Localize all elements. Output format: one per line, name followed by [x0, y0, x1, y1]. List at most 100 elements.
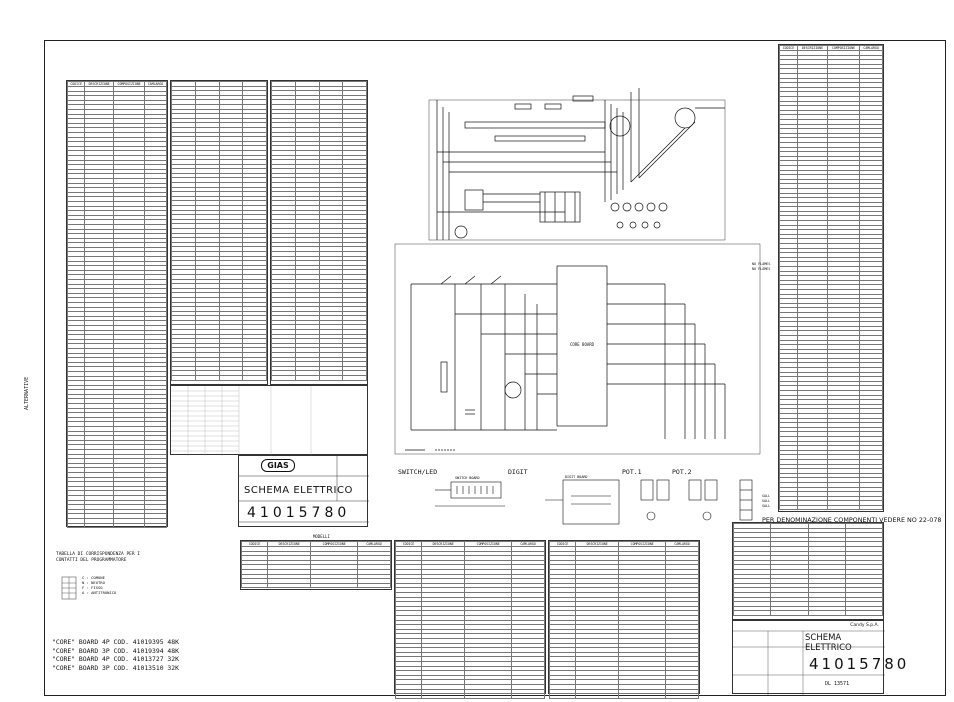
table-row — [548, 693, 699, 699]
table-cell — [218, 375, 244, 381]
side-mark: NO FLAMES — [752, 267, 771, 271]
table-row — [171, 375, 267, 381]
legend-items: C : COMUNE N : NEUTRO F : FISSO A : ANTI… — [82, 575, 116, 595]
table-cell — [770, 610, 809, 616]
right-title-lines — [733, 630, 885, 695]
contact-legend: TABELLA DI CORRISPONDENZA PER I CONTATTI… — [50, 550, 238, 620]
core-note: "CORE" BOARD 3P COD. 41019394 48K — [52, 646, 179, 655]
table-row — [66, 343, 167, 349]
table-cell — [66, 522, 86, 529]
table-row — [66, 435, 167, 441]
table-row — [732, 610, 884, 616]
models-header: MODELLI — [313, 534, 330, 539]
table-cell — [732, 610, 772, 616]
table-cell — [171, 375, 196, 381]
column-header: CODICE — [66, 80, 86, 88]
right-schema-title: SCHEMA ELETTRICO — [805, 633, 852, 653]
table-cell — [779, 504, 798, 511]
table-cell — [575, 693, 620, 699]
empty-grid-left — [170, 385, 368, 456]
digit-label: DIGIT — [508, 468, 528, 476]
column-header: COMPOSIZIONE — [113, 80, 146, 88]
table-cell — [342, 375, 367, 381]
parts-table-b — [170, 80, 268, 385]
table-cell — [240, 582, 269, 589]
table-cell — [84, 522, 115, 529]
table-row — [779, 390, 883, 396]
table-cell — [548, 693, 577, 699]
table-cell — [310, 582, 359, 589]
core-board-notes: "CORE" BOARD 4P COD. 41019395 48K "CORE"… — [52, 638, 179, 672]
table-row — [779, 247, 883, 254]
table-cell — [357, 582, 391, 589]
side-mark: SALL — [762, 504, 771, 508]
table-cell — [267, 582, 312, 589]
legend-item: F : FISSO — [82, 585, 103, 590]
side-mark: SALL — [762, 494, 771, 498]
column-header: CAMLARGO — [511, 540, 545, 548]
table-row — [240, 582, 391, 589]
column-header: CAMLARGO — [859, 44, 883, 52]
table-cell — [826, 504, 861, 511]
column-header: COMPOSIZIONE — [826, 44, 861, 52]
table-cell — [464, 693, 513, 699]
table-cell — [859, 504, 883, 511]
title-block-center: GIAS SCHEMA ELETTRICO 41015780 — [238, 455, 369, 527]
table-cell — [194, 375, 220, 381]
component-note: PER DENOMINAZIONE COMPONENTI VEDERE NO 2… — [762, 516, 942, 524]
table-cell — [844, 610, 884, 616]
table-row — [271, 172, 367, 179]
table-cell — [144, 522, 167, 529]
switch-led-label: SWITCH/LED — [398, 468, 438, 476]
digit-board-label: DIGIT BOARD — [565, 475, 587, 479]
grid-table — [171, 81, 267, 381]
column-header: DESCRIZIONE — [575, 540, 620, 548]
right-drawing-number: 41015780 — [809, 655, 910, 673]
legend-item: C : COMUNE — [82, 575, 105, 580]
title-block-right: Candy S.p.A. SCHEMA ELETTRICO 41015780 D… — [732, 620, 906, 695]
side-mark: NO FLAMES — [752, 262, 771, 266]
pot1-label: POT.1 — [622, 468, 642, 476]
column-header: CAMLARGO — [357, 540, 391, 548]
table-row — [271, 375, 367, 381]
wiring-diagram-top — [428, 88, 726, 241]
side-mark: SALL — [762, 499, 771, 503]
side-label: ALTERNATIVE — [24, 376, 30, 410]
revision-table — [732, 522, 884, 620]
table-cell — [665, 693, 699, 699]
table-cell — [271, 375, 296, 381]
legend-title: TABELLA DI CORRISPONDENZA PER I CONTATTI… — [56, 552, 140, 563]
table-row — [271, 177, 367, 184]
column-header: CODICE — [779, 44, 798, 52]
legend-item: A : ANTITRONICO — [82, 590, 117, 595]
table-cell — [394, 693, 423, 699]
column-header: DESCRIZIONE — [267, 540, 312, 548]
center-drawing-number: 41015780 — [247, 505, 351, 521]
table-row — [66, 522, 167, 529]
table-row — [394, 693, 545, 699]
core-note: "CORE" BOARD 4P COD. 41019395 48K — [52, 638, 179, 646]
table-row — [394, 546, 545, 552]
table-cell — [318, 375, 344, 381]
switch-board-label: SWITCH BOARD — [455, 476, 480, 480]
table-cell — [511, 693, 545, 699]
core-note: "CORE" BOARD 4P COD. 41013727 32K — [52, 655, 179, 663]
right-table-side-marks: NO FLAMES NO FLAMES — [752, 262, 770, 272]
table-row — [779, 504, 883, 511]
table-cell — [618, 693, 667, 699]
table-cell — [807, 610, 846, 616]
core-note: "CORE" BOARD 3P COD. 41013510 32K — [52, 663, 179, 672]
column-header: DESCRIZIONE — [84, 80, 115, 88]
